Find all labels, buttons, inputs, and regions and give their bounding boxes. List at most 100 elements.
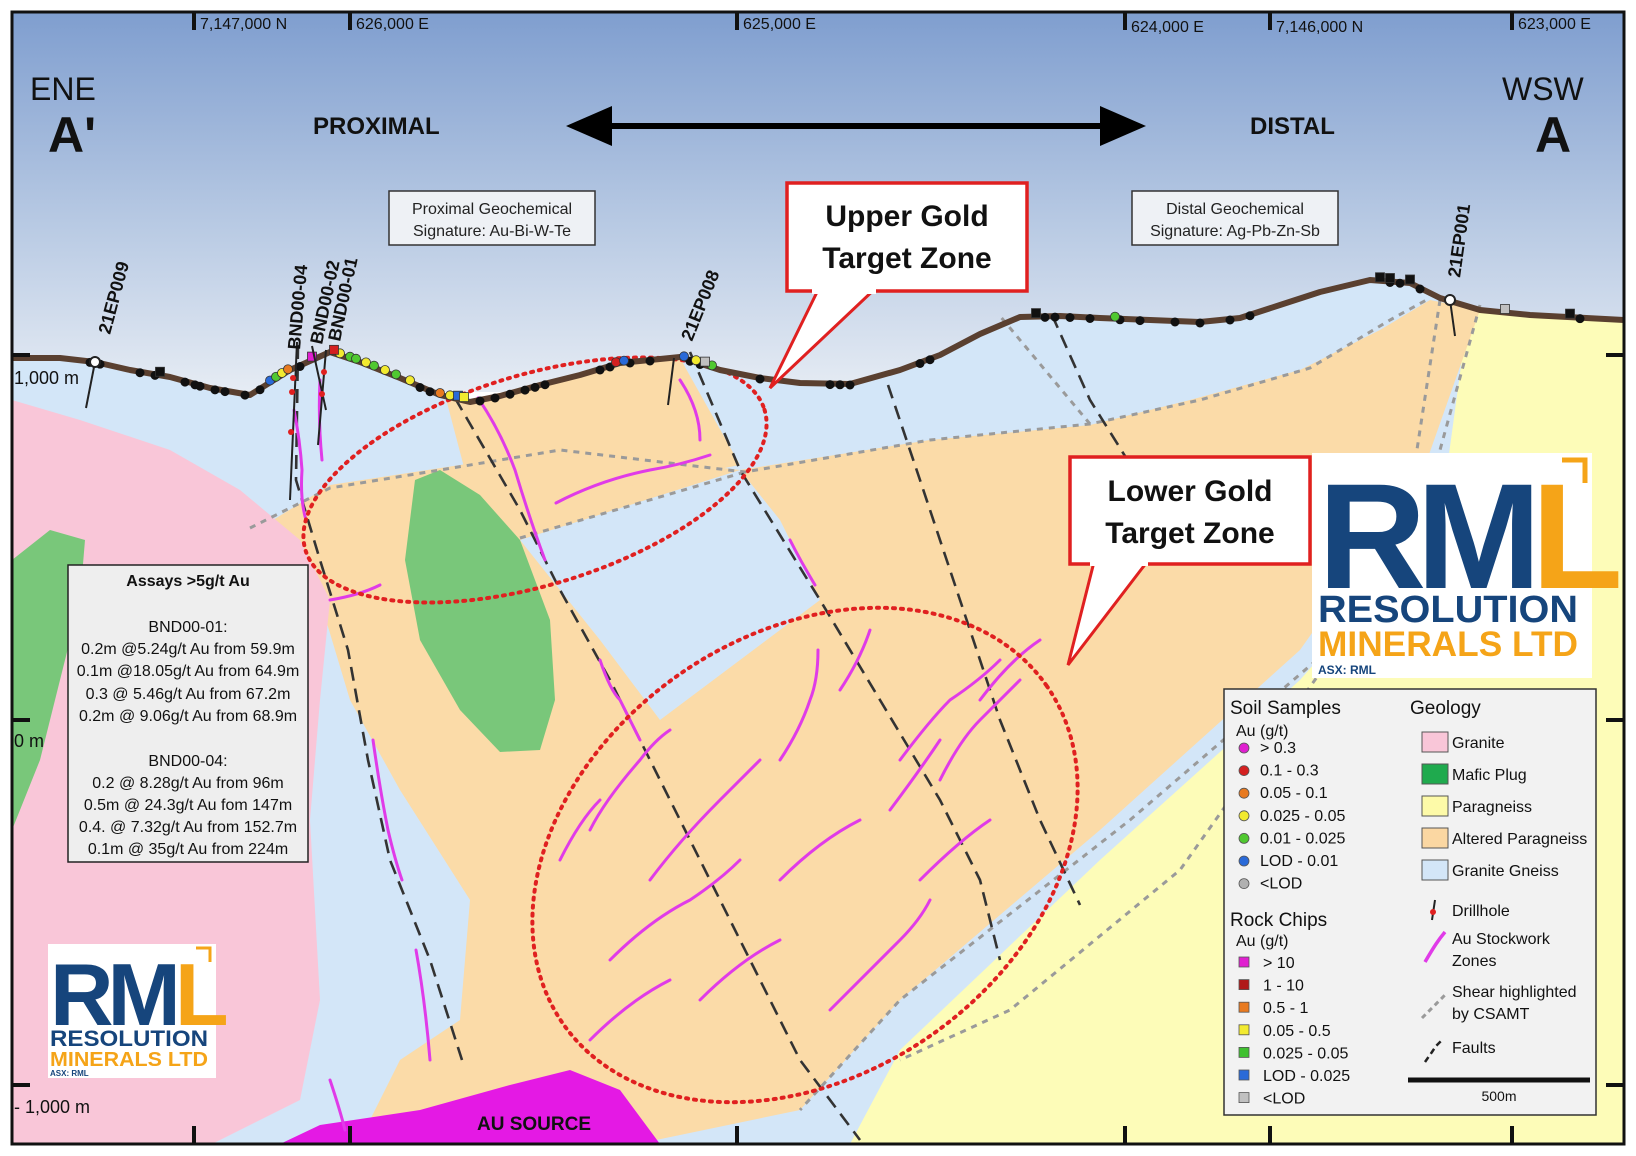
rock-chip-point xyxy=(1565,308,1575,319)
fault-lines xyxy=(294,314,1142,1141)
legend-soil-item: > 0.3 xyxy=(1260,740,1296,757)
section-label-left: A' xyxy=(48,107,96,163)
legend-soil-swatch xyxy=(1238,833,1250,844)
legend-soil-unit: Au (g/t) xyxy=(1236,723,1288,740)
soil-sample-point xyxy=(210,385,220,395)
legend-soil-item: 0.1 - 0.3 xyxy=(1260,763,1319,780)
soil-sample-point xyxy=(925,355,935,365)
grid-label-e2: 625,000 E xyxy=(743,16,816,33)
elevation-label-bottom: - 1,000 m xyxy=(14,1097,90,1117)
legend-geology-swatch xyxy=(1421,731,1449,753)
legend-geology-item: Altered Paragneiss xyxy=(1452,831,1587,848)
distal-signature-line2: Signature: Ag-Pb-Zn-Sb xyxy=(1150,223,1320,240)
rock-chip-point xyxy=(1385,273,1395,283)
logo-large-line2: MINERALS LTD xyxy=(1318,625,1578,664)
legend-rock-swatch xyxy=(1238,979,1250,990)
assays-row: 0.1m @18.05g/t Au from 64.9m xyxy=(77,663,300,680)
soil-sample-point xyxy=(1065,313,1075,322)
direction-right: WSW xyxy=(1502,71,1585,107)
soil-sample-point xyxy=(490,393,500,403)
soil-sample-point xyxy=(380,365,390,375)
legend-rock-swatch xyxy=(1238,1047,1250,1058)
soil-sample-point xyxy=(1195,318,1205,328)
assays-title: Assays >5g/t Au xyxy=(126,573,249,590)
soil-sample-point xyxy=(595,365,605,375)
soil-sample-point xyxy=(1050,312,1060,322)
soil-sample-point xyxy=(1245,311,1255,321)
soil-sample-point xyxy=(1040,312,1050,322)
soil-sample-point xyxy=(220,387,230,397)
upper-target-line2: Target Zone xyxy=(822,242,991,275)
soil-sample-point xyxy=(679,351,689,362)
legend-geology-swatch xyxy=(1421,827,1449,849)
soil-sample-point xyxy=(255,385,265,395)
logo-small-ticker: ASX: RML xyxy=(50,1069,89,1078)
rml-logo-large: RML RESOLUTION MINERALS LTD ASX: RML xyxy=(1312,452,1629,678)
logo-large-line1: RESOLUTION xyxy=(1318,589,1578,631)
legend-rock-unit: Au (g/t) xyxy=(1236,933,1288,950)
legend-soil-item: LOD - 0.01 xyxy=(1260,853,1338,870)
soil-sample-point xyxy=(611,357,621,368)
logo-large-rm: RM xyxy=(1318,452,1531,620)
soil-sample-point xyxy=(645,356,655,366)
soil-sample-point xyxy=(435,388,445,398)
legend-rock-swatch xyxy=(1238,1092,1250,1103)
assays-row: 0.1m @ 35g/t Au from 224m xyxy=(88,841,288,858)
soil-sample-point xyxy=(369,360,379,371)
legend-rock-swatch xyxy=(1238,1001,1250,1013)
assays-row: 0.2m @5.24g/t Au from 59.9m xyxy=(81,641,295,658)
legend-stockwork-line1: Au Stockwork xyxy=(1452,931,1551,948)
proximal-signature-line1: Proximal Geochemical xyxy=(412,201,572,218)
distal-label: DISTAL xyxy=(1250,113,1335,140)
legend-rock-swatch xyxy=(1238,956,1250,968)
proximal-signature-box: Proximal Geochemical Signature: Au-Bi-W-… xyxy=(388,190,596,246)
legend-rock-item: > 10 xyxy=(1263,955,1295,972)
legend-geology-item: Mafic Plug xyxy=(1452,767,1527,784)
elevation-label-mid: 0 m xyxy=(14,731,44,751)
map-frame xyxy=(10,10,1626,1146)
au-stockwork-zones xyxy=(292,378,1042,1132)
soil-sample-point xyxy=(351,353,361,364)
legend-soil-title: Soil Samples xyxy=(1230,698,1341,719)
legend-rock-item: LOD - 0.025 xyxy=(1263,1068,1350,1085)
rml-logo-small: RML RESOLUTION MINERALS LTD ASX: RML xyxy=(48,944,233,1078)
upper-target-callout: Upper Gold Target Zone xyxy=(768,181,1029,390)
legend-rock-swatch xyxy=(1238,1024,1250,1036)
soil-sample-point xyxy=(135,368,145,378)
legend-soil-swatch xyxy=(1238,878,1250,889)
legend-geology-swatch xyxy=(1421,795,1449,817)
soil-sample-point xyxy=(755,374,765,384)
rock-chip-point xyxy=(307,351,317,362)
legend-scale: 500m xyxy=(1481,1088,1516,1104)
soil-sample-point xyxy=(405,375,415,386)
elevation-label-top: 1,000 m xyxy=(14,368,79,388)
grid-label-e1: 626,000 E xyxy=(356,16,429,33)
legend-drillhole: Drillhole xyxy=(1452,903,1510,920)
legend-soil-swatch xyxy=(1238,855,1250,867)
svg-text:RML: RML xyxy=(1318,452,1619,620)
logo-small-line2: MINERALS LTD xyxy=(50,1049,208,1071)
grid-label-n2: 7,146,000 N xyxy=(1276,19,1363,36)
legend-soil-swatch xyxy=(1238,765,1250,776)
rock-chip-point xyxy=(155,366,165,377)
soil-sample-point xyxy=(1225,315,1235,325)
upper-target-zone xyxy=(301,355,769,605)
legend-geology-item: Granite xyxy=(1452,735,1505,752)
legend-geology-item: Paragneiss xyxy=(1452,799,1532,816)
soil-sample-point xyxy=(1395,278,1405,288)
rock-chip-point xyxy=(1500,304,1510,314)
assays-row: 0.3 @ 5.46g/t Au from 67.2m xyxy=(86,686,291,703)
soil-sample-point xyxy=(540,380,550,390)
rock-chip-point xyxy=(1375,272,1385,283)
legend-soil-item: <LOD xyxy=(1260,876,1302,893)
legend-rock-item: 0.5 - 1 xyxy=(1263,1000,1308,1017)
assays-panel: Assays >5g/t Au BND00-01: 0.2m @5.24g/t … xyxy=(67,564,309,863)
lower-target-callout: Lower Gold Target Zone xyxy=(1066,455,1312,666)
assays-row: 0.4. @ 7.32g/t Au from 152.7m xyxy=(79,819,297,836)
distal-signature-line1: Distal Geochemical xyxy=(1166,201,1304,218)
legend-stockwork-line2: Zones xyxy=(1452,953,1496,970)
soil-sample-point xyxy=(415,383,425,392)
legend-faults: Faults xyxy=(1452,1040,1496,1057)
legend-rock-swatch xyxy=(1238,1069,1250,1081)
